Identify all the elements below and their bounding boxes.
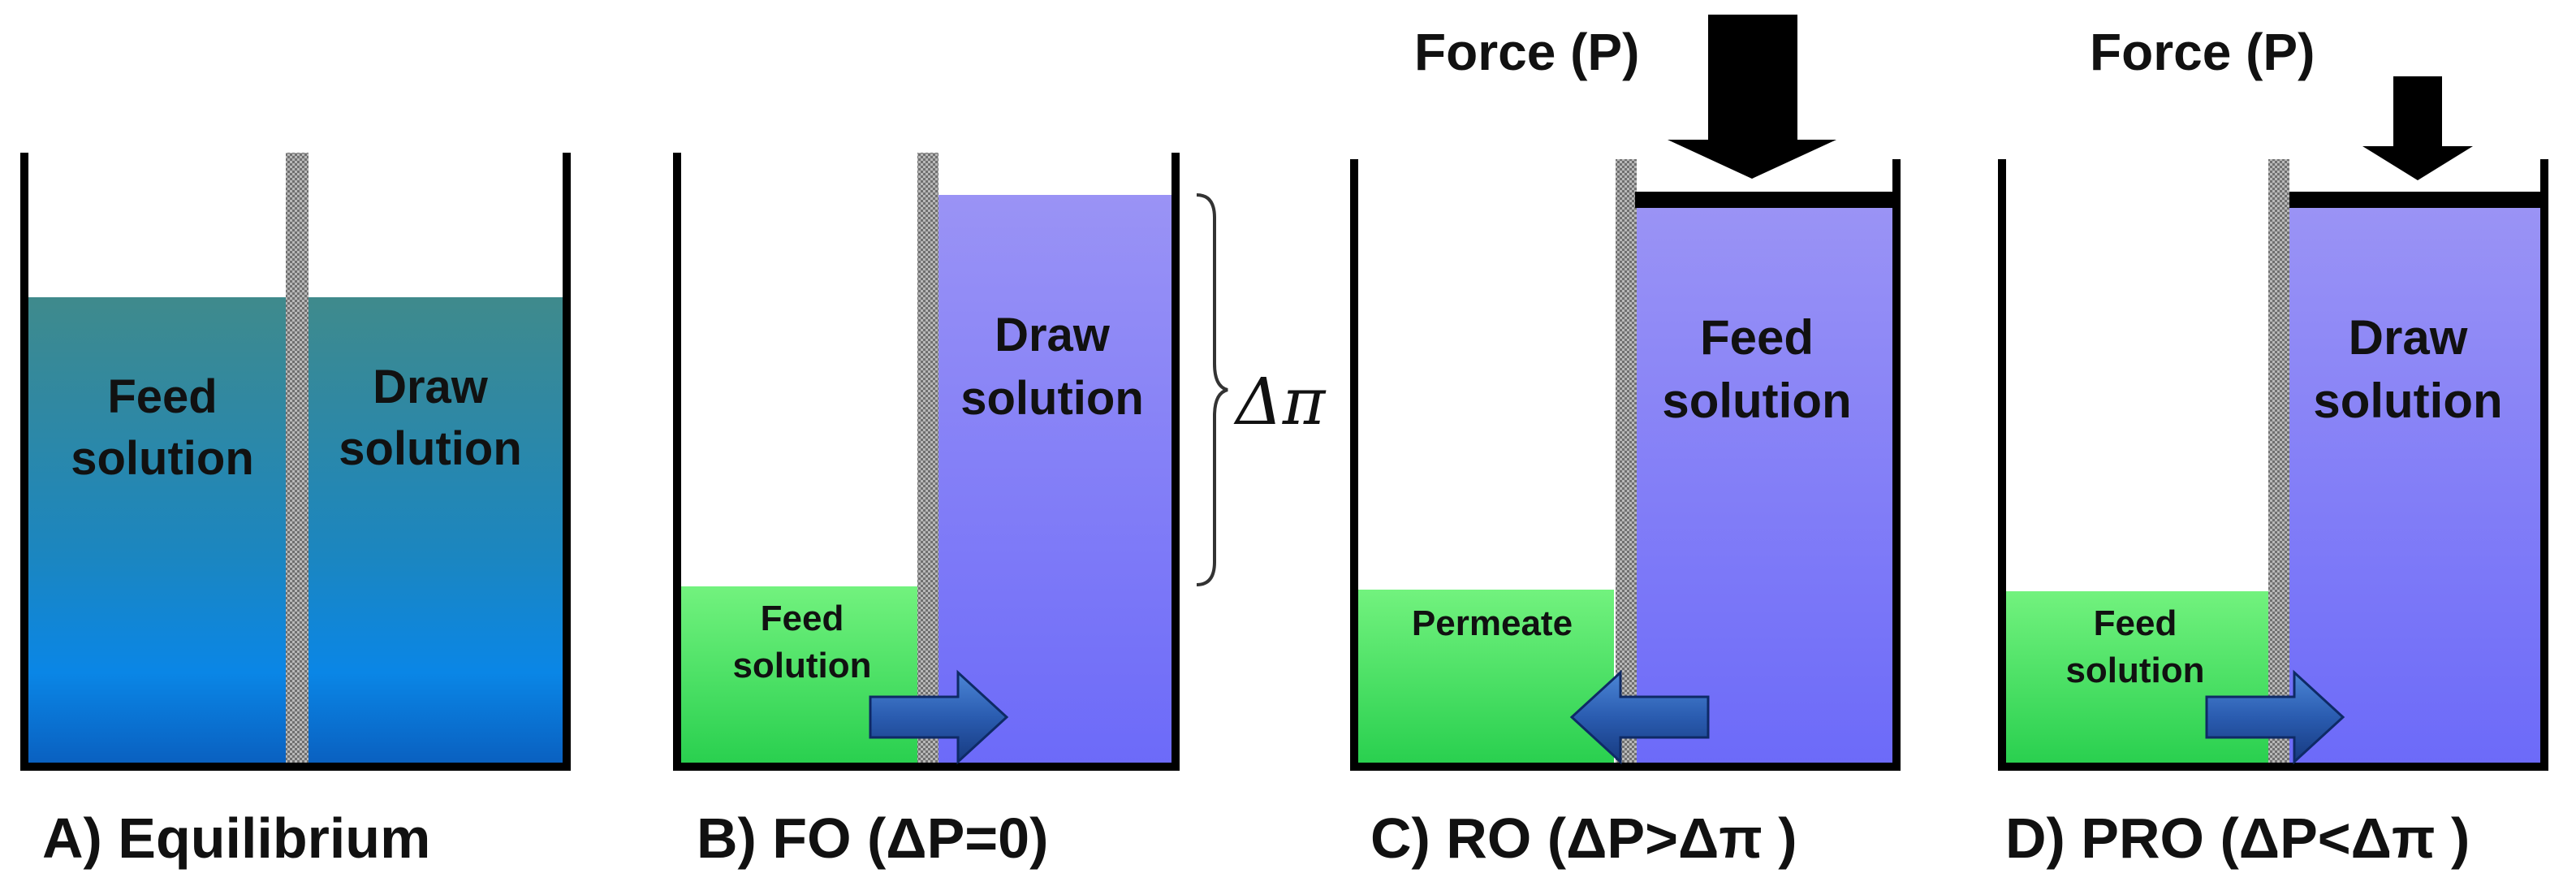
membrane-b xyxy=(917,153,938,767)
piston-d xyxy=(2289,192,2544,208)
osmotic-pressure-label: Δπ xyxy=(1233,364,1327,439)
flow-arrow-right-icon-d xyxy=(2205,669,2345,765)
force-label-c: Force (P) xyxy=(1414,23,1639,81)
container-a xyxy=(20,153,571,771)
feed-label-b-line1: Feed xyxy=(761,599,844,638)
draw-label-d-line2: solution xyxy=(2313,374,2502,428)
feed-label-b-line2: solution xyxy=(732,646,871,685)
draw-label-a-line2: solution xyxy=(339,422,522,475)
feed-label-c-line2: solution xyxy=(1662,374,1851,428)
panel-a: Feed solution Draw solution A) Equilibri… xyxy=(20,153,571,870)
draw-label-a-line1: Draw xyxy=(373,361,489,413)
force-arrow-down-icon xyxy=(1668,15,1836,179)
flow-arrow-right-icon xyxy=(869,669,1009,765)
permeate-c xyxy=(1354,590,1614,767)
caption-d: D) PRO (ΔP<Δπ ) xyxy=(2005,806,2470,870)
container-b xyxy=(673,153,1180,771)
feed-label-d-line2: solution xyxy=(2065,651,2204,690)
panel-d: Force (P) Draw solution Feed solution D)… xyxy=(1998,23,2548,870)
container-d xyxy=(1998,159,2548,771)
caption-a: A) Equilibrium xyxy=(42,806,430,870)
draw-solution-d xyxy=(2289,208,2544,767)
draw-solution-b xyxy=(929,195,1176,767)
membrane-d xyxy=(2268,159,2289,767)
draw-label-b-line2: solution xyxy=(960,372,1144,425)
membrane-a xyxy=(286,153,309,767)
caption-b: B) FO (ΔP=0) xyxy=(697,806,1048,870)
brace-icon xyxy=(1196,193,1228,586)
panel-b: Draw solution Feed solution Δπ B) FO (ΔP… xyxy=(673,153,1327,870)
panel-c: Force (P) Feed solution Permeate C) RO (… xyxy=(1350,15,1901,870)
force-arrow-down-icon-d xyxy=(2362,76,2473,180)
container-c xyxy=(1350,159,1901,771)
flow-arrow-left-icon xyxy=(1569,669,1710,765)
membrane-c xyxy=(1616,159,1637,767)
feed-label-a-line1: Feed xyxy=(107,370,217,423)
permeate-label: Permeate xyxy=(1412,603,1573,643)
draw-label-b-line1: Draw xyxy=(995,309,1111,361)
force-label-d: Force (P) xyxy=(2090,23,2315,81)
feed-label-d-line1: Feed xyxy=(2094,603,2177,643)
piston-c xyxy=(1635,192,1896,208)
feed-label-c-line1: Feed xyxy=(1700,310,1814,365)
feed-solution-c xyxy=(1635,208,1896,767)
caption-c: C) RO (ΔP>Δπ ) xyxy=(1370,806,1797,870)
draw-label-d-line1: Draw xyxy=(2349,310,2468,365)
feed-label-a-line2: solution xyxy=(71,432,254,485)
